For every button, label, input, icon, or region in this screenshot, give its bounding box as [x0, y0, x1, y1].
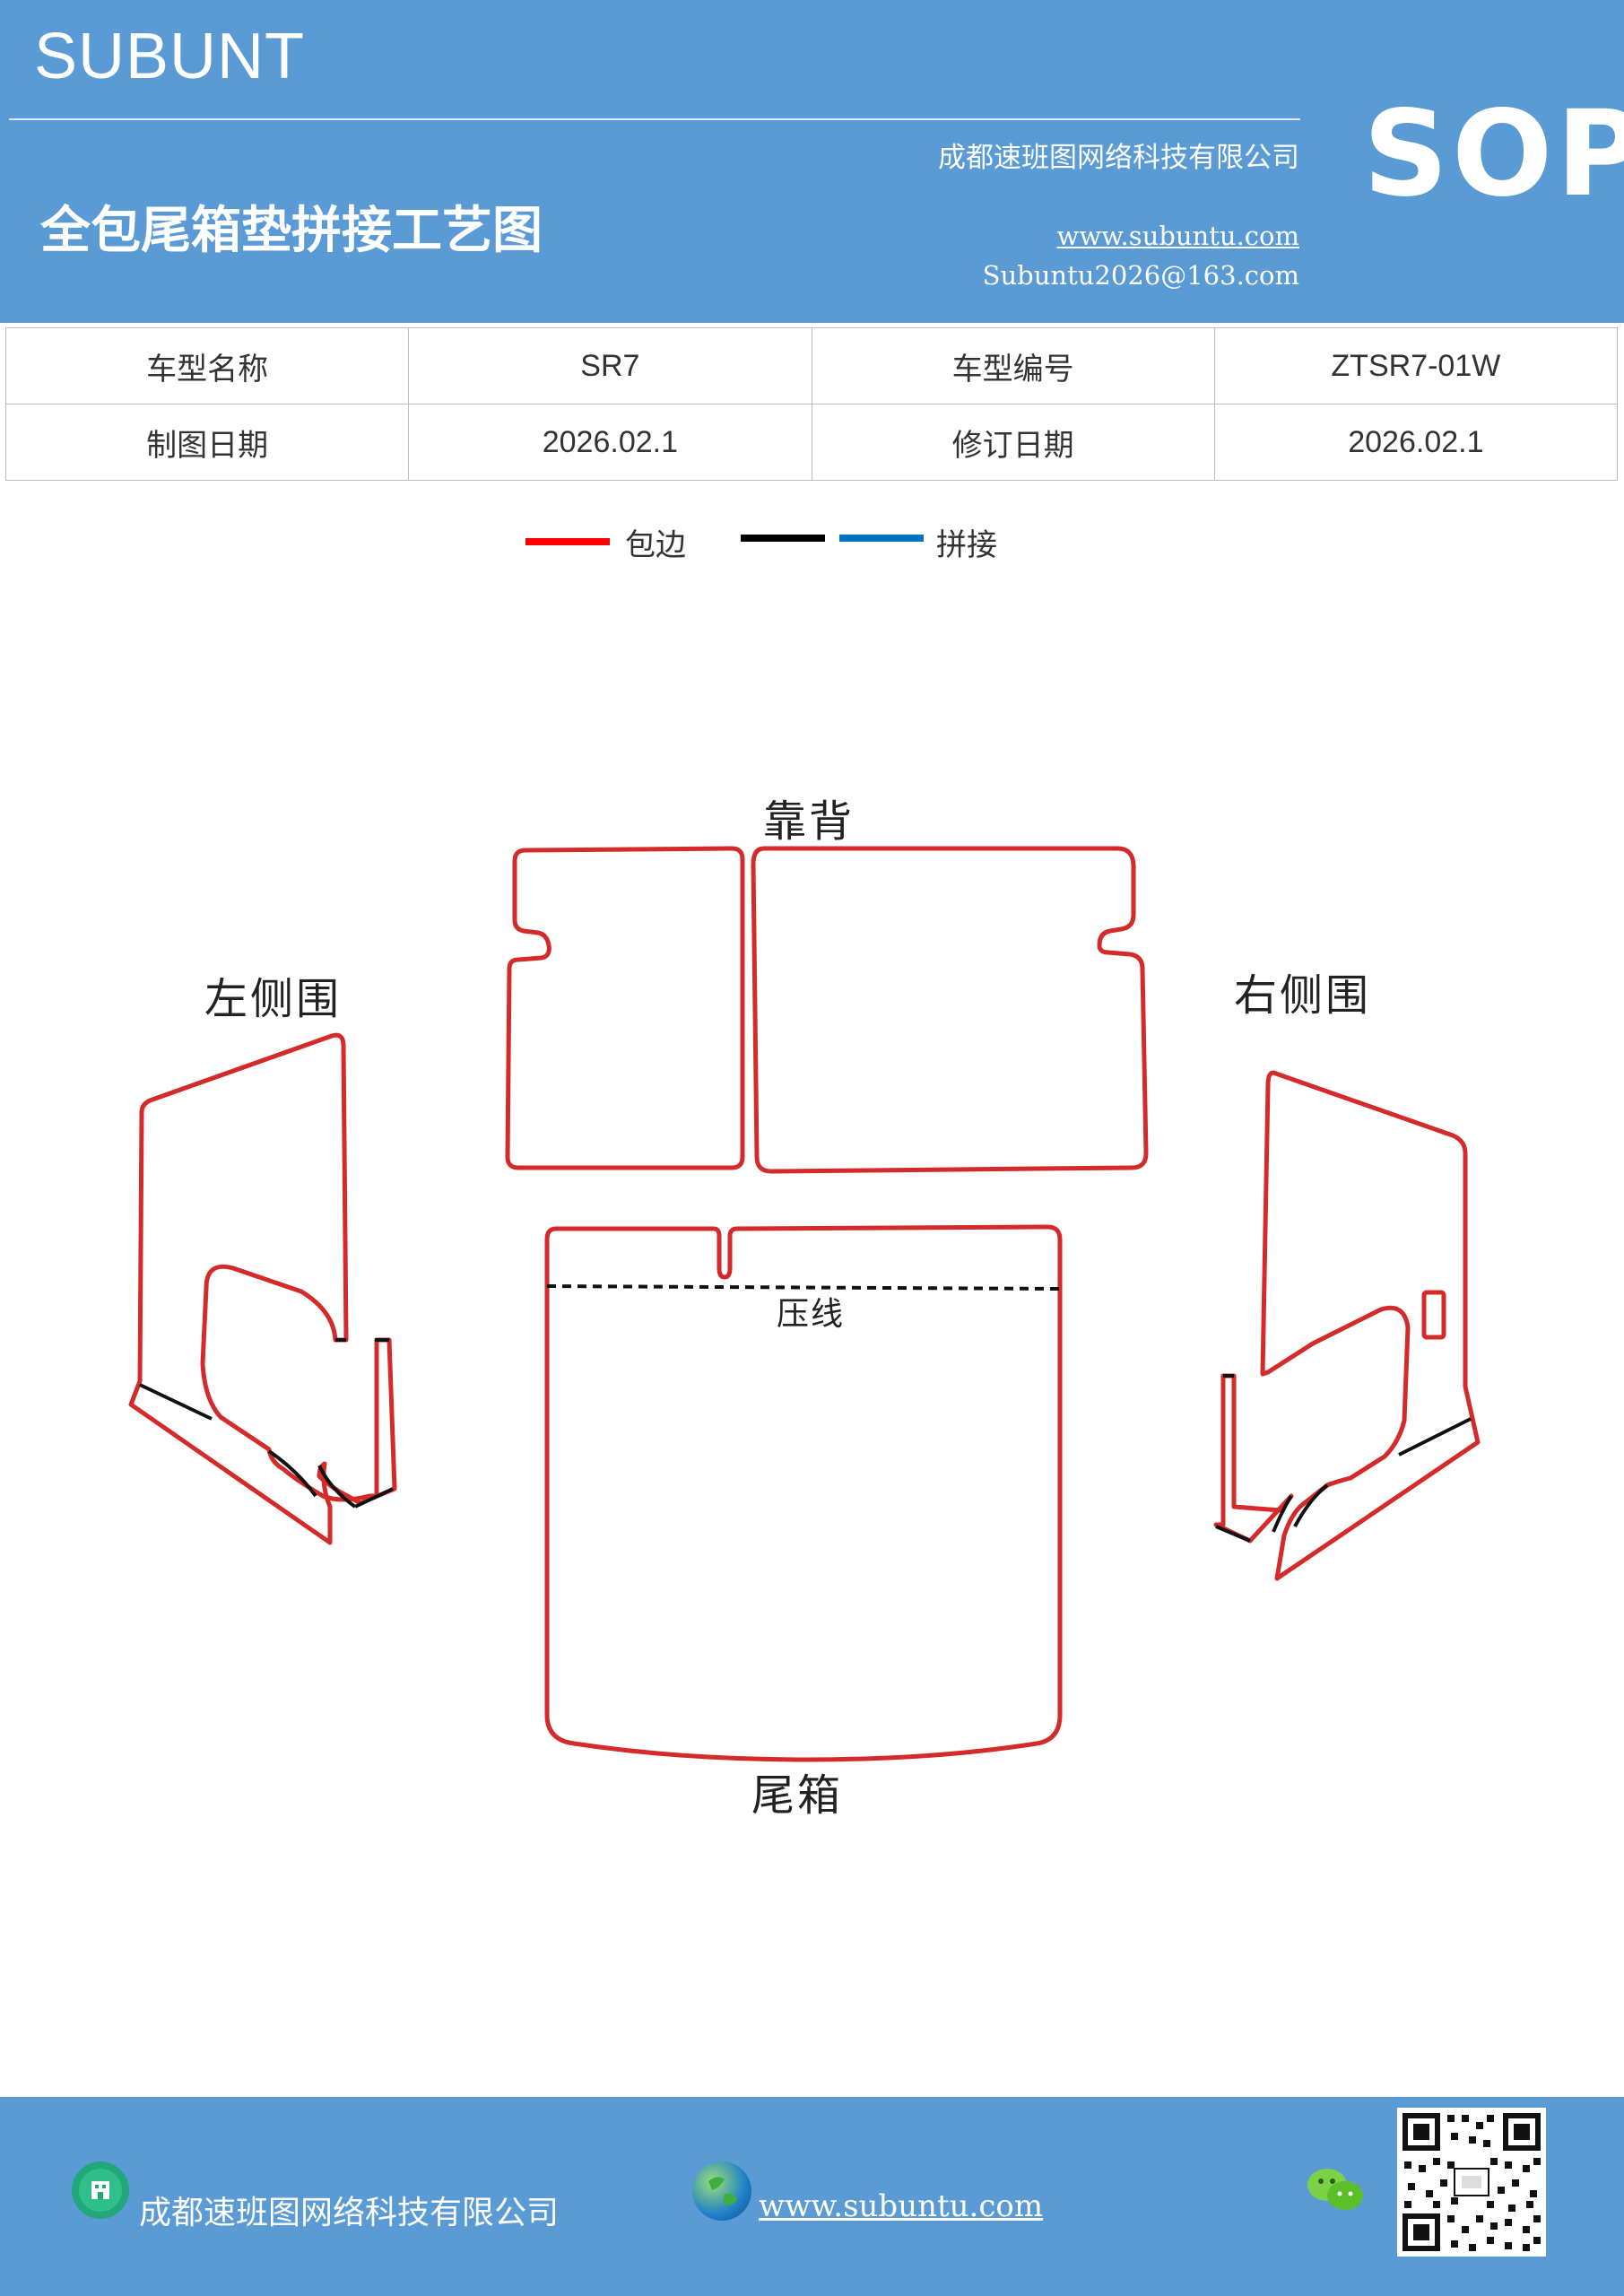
header-divider	[9, 118, 1300, 120]
right-side-piece	[1260, 1070, 1481, 1581]
crease-line	[546, 1284, 1061, 1291]
email-address: Subuntu2026@163.com	[982, 260, 1299, 291]
wechat-icon	[1304, 2165, 1367, 2215]
legend-label-splice: 拼接	[936, 527, 997, 563]
legend-label-binding: 包边	[625, 527, 686, 563]
qr-code	[1397, 2108, 1546, 2257]
trunk-label: 尾箱	[751, 1770, 844, 1821]
table-cell: 车型名称	[4, 327, 410, 404]
left-side-label: 左侧围	[204, 974, 343, 1024]
table-cell: 2026.02.1	[1213, 404, 1619, 481]
right-seam-2	[1293, 1483, 1329, 1527]
legend-swatch-seam	[741, 535, 825, 542]
table-cell: 修订日期	[811, 404, 1215, 481]
right-side-label: 右侧围	[1234, 970, 1372, 1021]
table-row: 制图日期 2026.02.1 修订日期 2026.02.1	[4, 404, 1619, 481]
legend: 包边 拼接	[0, 520, 1624, 574]
qr-code-pattern	[1403, 2113, 1541, 2251]
table-row: 车型名称 SR7 车型编号 ZTSR7-01W	[4, 327, 1619, 404]
left-side-piece	[128, 1032, 397, 1545]
left-seam-4	[354, 1487, 394, 1509]
left-seam-3	[317, 1465, 357, 1509]
document-title: 全包尾箱垫拼接工艺图	[40, 202, 543, 260]
legend-swatch-binding	[525, 538, 610, 545]
website-link[interactable]: www.subuntu.com	[1056, 221, 1299, 251]
backrest-right-piece	[751, 846, 1149, 1174]
legend-swatch-splice	[839, 535, 924, 542]
table-cell: SR7	[408, 327, 812, 404]
right-seam-1	[1398, 1417, 1472, 1457]
right-side-cutout	[1421, 1290, 1446, 1340]
footer-company-name: 成都速班图网络科技有限公司	[139, 2195, 560, 2231]
table-cell: 车型编号	[811, 327, 1215, 404]
table-cell: 制图日期	[4, 404, 410, 481]
globe-icon	[692, 2161, 751, 2221]
header-banner: SUBUNT 成都速班图网络科技有限公司 全包尾箱垫拼接工艺图 www.subu…	[0, 0, 1624, 323]
table-cell: 2026.02.1	[408, 404, 812, 481]
backrest-left-piece	[505, 846, 745, 1170]
footer-website-link[interactable]: www.subuntu.com	[759, 2188, 1044, 2224]
building-icon	[72, 2161, 129, 2219]
company-name: 成都速班图网络科技有限公司	[938, 142, 1299, 174]
crease-label: 压线	[777, 1296, 846, 1333]
footer-banner: 成都速班图网络科技有限公司 www.subuntu.com	[0, 2097, 1624, 2296]
brand-logo-text: SUBUNT	[34, 21, 306, 92]
left-seam-2	[267, 1449, 317, 1498]
right-seam-3	[1215, 1525, 1251, 1543]
right-seam-5	[1272, 1494, 1293, 1533]
table-cell: ZTSR7-01W	[1213, 327, 1619, 404]
trunk-piece	[544, 1224, 1063, 1762]
sop-badge: SOP	[1363, 85, 1624, 223]
vehicle-info-table: 车型名称 SR7 车型编号 ZTSR7-01W 制图日期 2026.02.1 修…	[4, 327, 1619, 481]
left-seam-1	[139, 1383, 213, 1421]
backrest-label: 靠背	[763, 796, 855, 847]
